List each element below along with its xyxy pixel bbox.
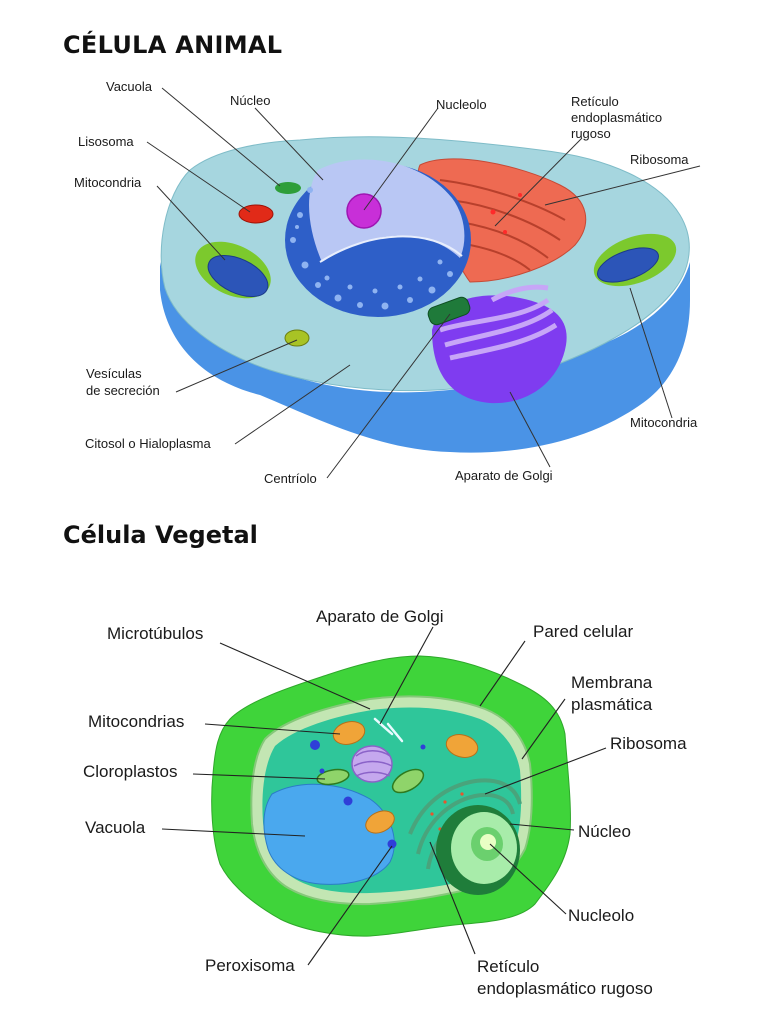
- label-plant-reticulo: Retículo endoplasmático rugoso: [477, 957, 653, 998]
- animal-leader-lines: [146, 87, 701, 479]
- peroxisome: [387, 839, 397, 849]
- nucleus: [285, 159, 471, 317]
- mitochondrion-left: [195, 241, 271, 299]
- plant-golgi: [351, 745, 393, 783]
- label-vesiculas-line1: Vesículas: [86, 366, 142, 381]
- label-mitocondria-left: Mitocondria: [74, 175, 142, 190]
- nucleolus: [346, 193, 382, 229]
- label-ribosoma: Ribosoma: [630, 152, 689, 167]
- label-plant-vacuola: Vacuola: [85, 818, 146, 837]
- label-plant-membrana-line2: plasmática: [571, 695, 653, 714]
- label-citosol: Citosol o Hialoplasma: [85, 436, 211, 451]
- label-plant-reticulo-line1: Retículo: [477, 957, 539, 976]
- label-golgi: Aparato de Golgi: [455, 468, 553, 483]
- label-plant-membrana: Membrana plasmática: [571, 673, 657, 714]
- plant-cell-diagram: Aparato de Golgi Microtúbulos Pared celu…: [83, 607, 687, 998]
- label-mitocondria-right: Mitocondria: [630, 415, 698, 430]
- mitochondrion-right: [593, 233, 677, 287]
- plant-mitochondria: [332, 721, 479, 834]
- plant-cell-title: Célula Vegetal: [63, 521, 258, 549]
- lysosome: [238, 204, 274, 224]
- microtubules: [373, 717, 404, 743]
- secretion-vesicle: [284, 329, 310, 347]
- label-plant-peroxisoma: Peroxisoma: [205, 956, 295, 975]
- animal-cell-diagram: Vacuola Núcleo Nucleolo Retículo endopla…: [74, 79, 701, 486]
- label-centriolo: Centríolo: [264, 471, 317, 486]
- label-plant-ribosoma: Ribosoma: [610, 734, 687, 753]
- label-vesiculas-line2: de secreción: [86, 383, 160, 398]
- label-nucleo: Núcleo: [230, 93, 270, 108]
- vesicles: [310, 740, 426, 806]
- label-plant-reticulo-line2: endoplasmático rugoso: [477, 979, 653, 998]
- label-plant-microtubulos: Microtúbulos: [107, 624, 203, 643]
- label-reticulo-line3: rugoso: [571, 126, 611, 141]
- animal-cell-title: CÉLULA ANIMAL: [63, 31, 283, 59]
- label-plant-nucleo: Núcleo: [578, 822, 631, 841]
- label-vesiculas: Vesículas de secreción: [86, 366, 160, 398]
- label-vacuola: Vacuola: [106, 79, 153, 94]
- label-reticulo: Retículo endoplasmático rugoso: [571, 94, 666, 141]
- vacuole: [275, 182, 301, 194]
- centriole: [427, 296, 471, 326]
- label-reticulo-line2: endoplasmático: [571, 110, 662, 125]
- plant-leader-lines: [161, 626, 607, 966]
- label-plant-golgi: Aparato de Golgi: [316, 607, 444, 626]
- plant-nucleus: [436, 805, 520, 895]
- label-nucleolo: Nucleolo: [436, 97, 487, 112]
- label-plant-membrana-line1: Membrana: [571, 673, 653, 692]
- label-plant-mitocondrias: Mitocondrias: [88, 712, 184, 731]
- plant-vacuole: [263, 783, 395, 885]
- label-plant-cloroplastos: Cloroplastos: [83, 762, 178, 781]
- label-lisosoma: Lisosoma: [78, 134, 134, 149]
- chloroplasts: [316, 768, 425, 794]
- label-plant-nucleolo: Nucleolo: [568, 906, 634, 925]
- label-reticulo-line1: Retículo: [571, 94, 619, 109]
- label-plant-pared: Pared celular: [533, 622, 634, 641]
- golgi-apparatus: [432, 284, 567, 404]
